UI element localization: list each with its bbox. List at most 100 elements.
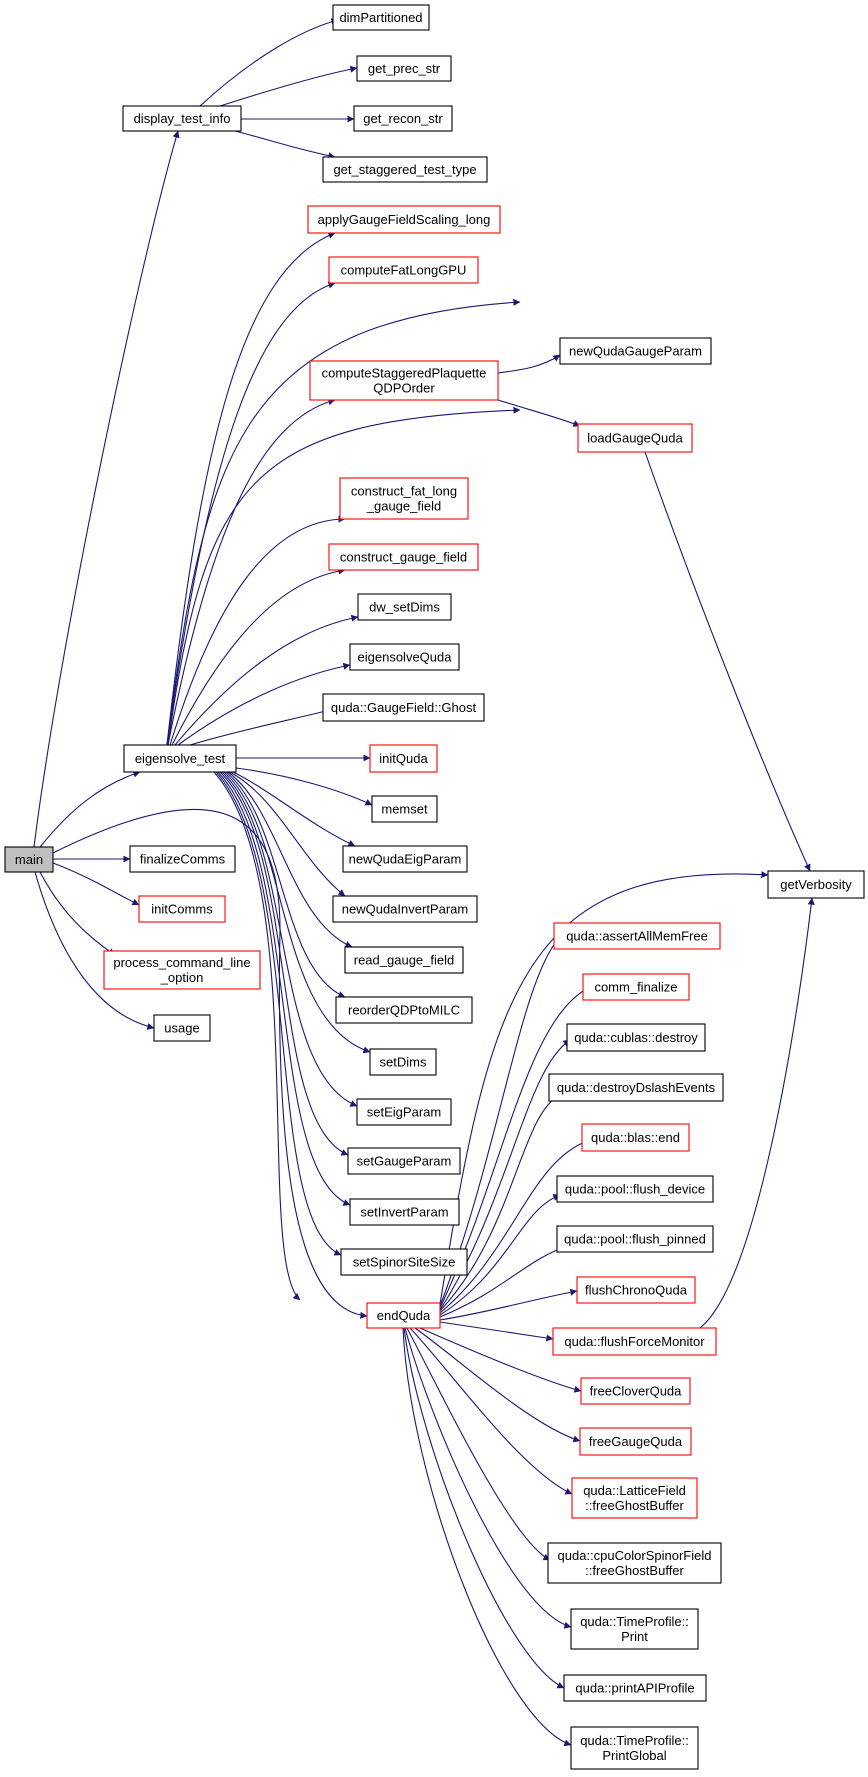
node-read-gauge-field[interactable]: read_gauge_field [344,946,464,974]
node-timeprofileprintglobal[interactable]: quda::TimeProfile::PrintGlobal [570,1726,699,1770]
node-label: read_gauge_field [354,953,454,968]
node-label: comm_finalize [594,980,677,995]
node-reorderqdptomilc[interactable]: reorderQDPtoMILC [335,996,473,1024]
node-main[interactable]: main [4,846,54,873]
node-endquda[interactable]: endQuda [366,1302,441,1329]
node-box [129,845,236,873]
edge-endquda-to-getverbosity [439,871,769,1305]
node-setgaugeparam[interactable]: setGaugeParam [347,1147,461,1175]
node-usage[interactable]: usage [153,1014,211,1042]
edge-endquda-to-latticefreeghost [409,1327,573,1495]
edge-arrow [699,897,815,1329]
node-label: setGaugeParam [357,1154,452,1169]
node-label: get_prec_str [368,61,441,76]
node-cpucolorfreeghost[interactable]: quda::cpuColorSpinorField::freeGhostBuff… [547,1542,722,1584]
node-label: getVerbosity [780,877,852,892]
node-setinvertparam[interactable]: setInvertParam [349,1198,460,1226]
node-label: dimPartitioned [339,10,422,25]
node-flushdevice[interactable]: quda::pool::flush_device [556,1175,714,1203]
node-label: freeCloverQuda [590,1384,683,1399]
node-get-staggered-test-type[interactable]: get_staggered_test_type [322,156,488,183]
node-comm-finalize[interactable]: comm_finalize [582,973,690,1001]
edge-arrow [439,1138,591,1314]
edge-endquda-to-freegaugequda [414,1327,581,1443]
edge-arrow [39,770,141,848]
node-box [570,1608,699,1650]
edge-arrow [409,1327,573,1495]
node-get-prec-str[interactable]: get_prec_str [356,55,452,82]
node-box [579,1427,692,1456]
edge-main-to-initcomms [52,862,140,906]
node-box [357,593,452,621]
node-label: quda::printAPIProfile [575,1681,694,1696]
node-box [548,1073,724,1102]
node-newqudagaugeparam[interactable]: newQudaGaugeParam [559,337,712,365]
node-newqudaeigparam[interactable]: newQudaEigParam [342,845,468,873]
node-box [328,543,479,571]
edge-arrow [403,1327,565,1689]
node-newqudainvertparam[interactable]: newQudaInvertParam [332,895,478,923]
node-label: PrintGlobal [602,1748,666,1763]
node-label: flushChronoQuda [585,1283,688,1298]
node-seteigparam[interactable]: setEigParam [356,1098,452,1126]
node-label: dw_setDims [369,600,440,615]
edge-endquda-to-blasend [439,1138,591,1314]
node-dimpartitioned[interactable]: dimPartitioned [332,4,430,31]
edge-eigensolve-test-to-setinvertparam [217,771,351,1206]
node-computefatlonggpu[interactable]: computeFatLongGPU [328,256,479,284]
node-dw-setdims[interactable]: dw_setDims [357,593,452,621]
edge-arrow [167,398,336,746]
edge-eigensolve-test-to-read-gauge-field [227,771,353,948]
node-assertallmemfree[interactable]: quda::assertAllMemFree [553,922,721,950]
node-destroydslashevents[interactable]: quda::destroyDslashEvents [548,1073,724,1102]
node-label: quda::blas::end [591,1130,680,1145]
node-freegaugequda[interactable]: freeGaugeQuda [579,1427,692,1456]
node-process-command-line-option[interactable]: process_command_line_option [103,950,261,990]
node-latticefreeghost[interactable]: quda::LatticeField::freeGhostBuffer [571,1477,698,1519]
edge-eigensolve-test-to-computefatlonggpu [166,281,336,746]
edge-arrow [217,771,351,1206]
node-label: usage [164,1021,199,1036]
node-gaugefieldghost[interactable]: quda::GaugeField::Ghost [322,693,485,722]
node-blasend[interactable]: quda::blas::end [581,1123,690,1152]
node-printapiprofile[interactable]: quda::printAPIProfile [563,1674,707,1702]
node-display-test-info[interactable]: display_test_info [122,105,242,132]
node-box [369,1048,437,1076]
node-construct-gauge-field[interactable]: construct_gauge_field [328,543,479,571]
node-construct-fat-long-gauge-field[interactable]: construct_fat_long_gauge_field [339,477,469,520]
edge-eigensolve-test-to-newqudainvertparam [229,771,346,897]
node-finalizecomms[interactable]: finalizeComms [129,845,236,873]
node-get-recon-str[interactable]: get_recon_str [353,105,453,132]
node-flushpinned[interactable]: quda::pool::flush_pinned [556,1225,714,1253]
node-box [369,744,438,773]
node-box [576,1276,696,1304]
edge-display-test-info-to-get-prec-str [219,65,358,107]
node-flushforcemonitor[interactable]: quda::flushForceMonitor [552,1327,717,1356]
node-applygaugefieldscaling-long[interactable]: applyGaugeFieldScaling_long [307,205,501,234]
node-eigensolvequda[interactable]: eigensolveQuda [349,643,460,671]
edge-eigensolve-test-to-setgaugeparam [219,771,349,1156]
node-setspinorsitesize[interactable]: setSpinorSiteSize [340,1248,468,1276]
edge-flushforcemonitor-to-getverbosity [699,897,815,1329]
node-memset[interactable]: memset [371,795,438,823]
node-box [122,105,242,132]
node-label: computeFatLongGPU [341,263,467,278]
edge-arrow [223,771,371,1054]
node-flushchronoquda[interactable]: flushChronoQuda [576,1276,696,1304]
node-getverbosity[interactable]: getVerbosity [767,870,865,899]
edge-arrow [33,130,180,848]
node-box [366,1302,441,1329]
node-loadgaugequda[interactable]: loadGaugeQuda [577,423,693,453]
node-cublasdestroy[interactable]: quda::cublas::destroy [566,1023,706,1052]
node-box [307,205,501,234]
node-freecloverquda[interactable]: freeCloverQuda [580,1377,691,1405]
node-initcomms[interactable]: initComms [138,895,226,923]
edge-arrow [221,771,358,1107]
node-eigensolve-test[interactable]: eigensolve_test [123,744,237,773]
node-label: quda::cpuColorSpinorField [558,1548,712,1563]
node-initquda[interactable]: initQuda [369,744,438,773]
node-setdims[interactable]: setDims [369,1048,437,1076]
node-box [328,256,479,284]
node-timeprofileprint[interactable]: quda::TimeProfile::Print [570,1608,699,1650]
